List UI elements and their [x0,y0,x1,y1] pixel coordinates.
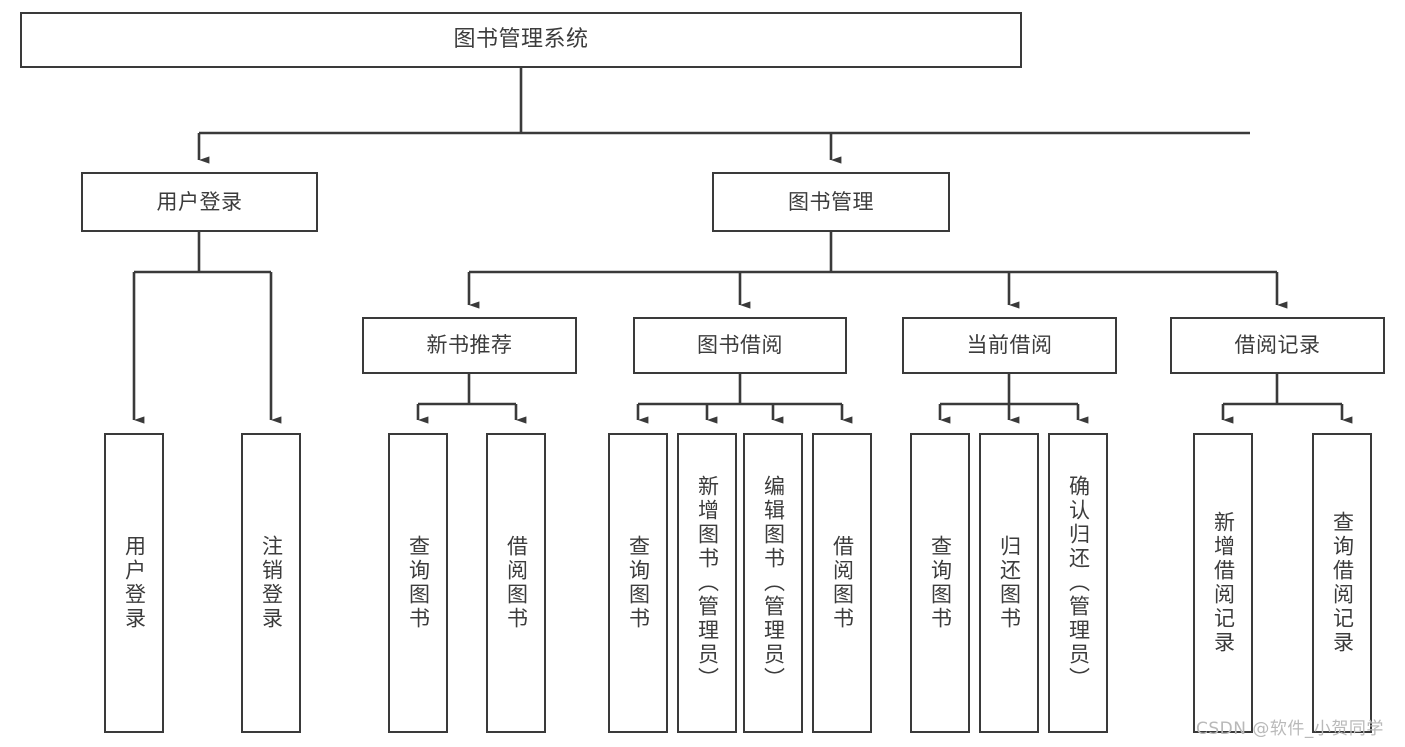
node-leaf-query-book-3[interactable]: 查询图书 [910,433,970,733]
node-leaf-edit-book[interactable]: 编辑图书（管理员） [743,433,803,733]
node-leaf-query-book-2-label: 查询图书 [626,535,651,631]
node-leaf-query-book-2[interactable]: 查询图书 [608,433,668,733]
node-leaf-add-book[interactable]: 新增图书（管理员） [677,433,737,733]
node-borrow-record-label: 借阅记录 [1234,333,1321,358]
node-leaf-logout-label: 注销登录 [259,535,284,631]
node-leaf-logout[interactable]: 注销登录 [241,433,301,733]
node-root-system-label: 图书管理系统 [453,26,589,52]
node-new-book-recommend[interactable]: 新书推荐 [362,317,577,374]
node-leaf-return-book[interactable]: 归还图书 [979,433,1039,733]
node-leaf-add-record-label: 新增借阅记录 [1211,511,1236,655]
node-leaf-borrow-book-2-label: 借阅图书 [830,535,855,631]
node-leaf-query-book-3-label: 查询图书 [928,535,953,631]
node-current-borrow-label: 当前借阅 [966,333,1053,358]
node-leaf-query-record[interactable]: 查询借阅记录 [1312,433,1372,733]
node-leaf-query-record-label: 查询借阅记录 [1330,511,1355,655]
node-book-borrow[interactable]: 图书借阅 [633,317,847,374]
node-leaf-borrow-book-1[interactable]: 借阅图书 [486,433,546,733]
node-user-login[interactable]: 用户登录 [81,172,318,232]
node-leaf-borrow-book-2[interactable]: 借阅图书 [812,433,872,733]
node-borrow-record[interactable]: 借阅记录 [1170,317,1385,374]
node-leaf-edit-book-label: 编辑图书（管理员） [761,475,786,691]
node-leaf-query-book-1-label: 查询图书 [406,535,431,631]
node-leaf-return-book-label: 归还图书 [997,535,1022,631]
node-leaf-user-login[interactable]: 用户登录 [104,433,164,733]
node-book-borrow-label: 图书借阅 [697,333,783,358]
node-leaf-confirm-return[interactable]: 确认归还（管理员） [1048,433,1108,733]
node-leaf-user-login-label: 用户登录 [122,535,147,631]
node-user-login-label: 用户登录 [156,189,243,214]
node-leaf-add-book-label: 新增图书（管理员） [695,475,720,691]
node-leaf-add-record[interactable]: 新增借阅记录 [1193,433,1253,733]
node-leaf-confirm-return-label: 确认归还（管理员） [1066,475,1091,691]
node-root-system[interactable]: 图书管理系统 [20,12,1022,68]
node-book-management-label: 图书管理 [788,189,874,214]
node-book-management[interactable]: 图书管理 [712,172,950,232]
csdn-watermark: CSDN @软件_小贺同学 [1196,719,1384,739]
node-leaf-borrow-book-1-label: 借阅图书 [504,535,529,631]
node-new-book-recommend-label: 新书推荐 [426,333,513,358]
node-leaf-query-book-1[interactable]: 查询图书 [388,433,448,733]
node-current-borrow[interactable]: 当前借阅 [902,317,1117,374]
